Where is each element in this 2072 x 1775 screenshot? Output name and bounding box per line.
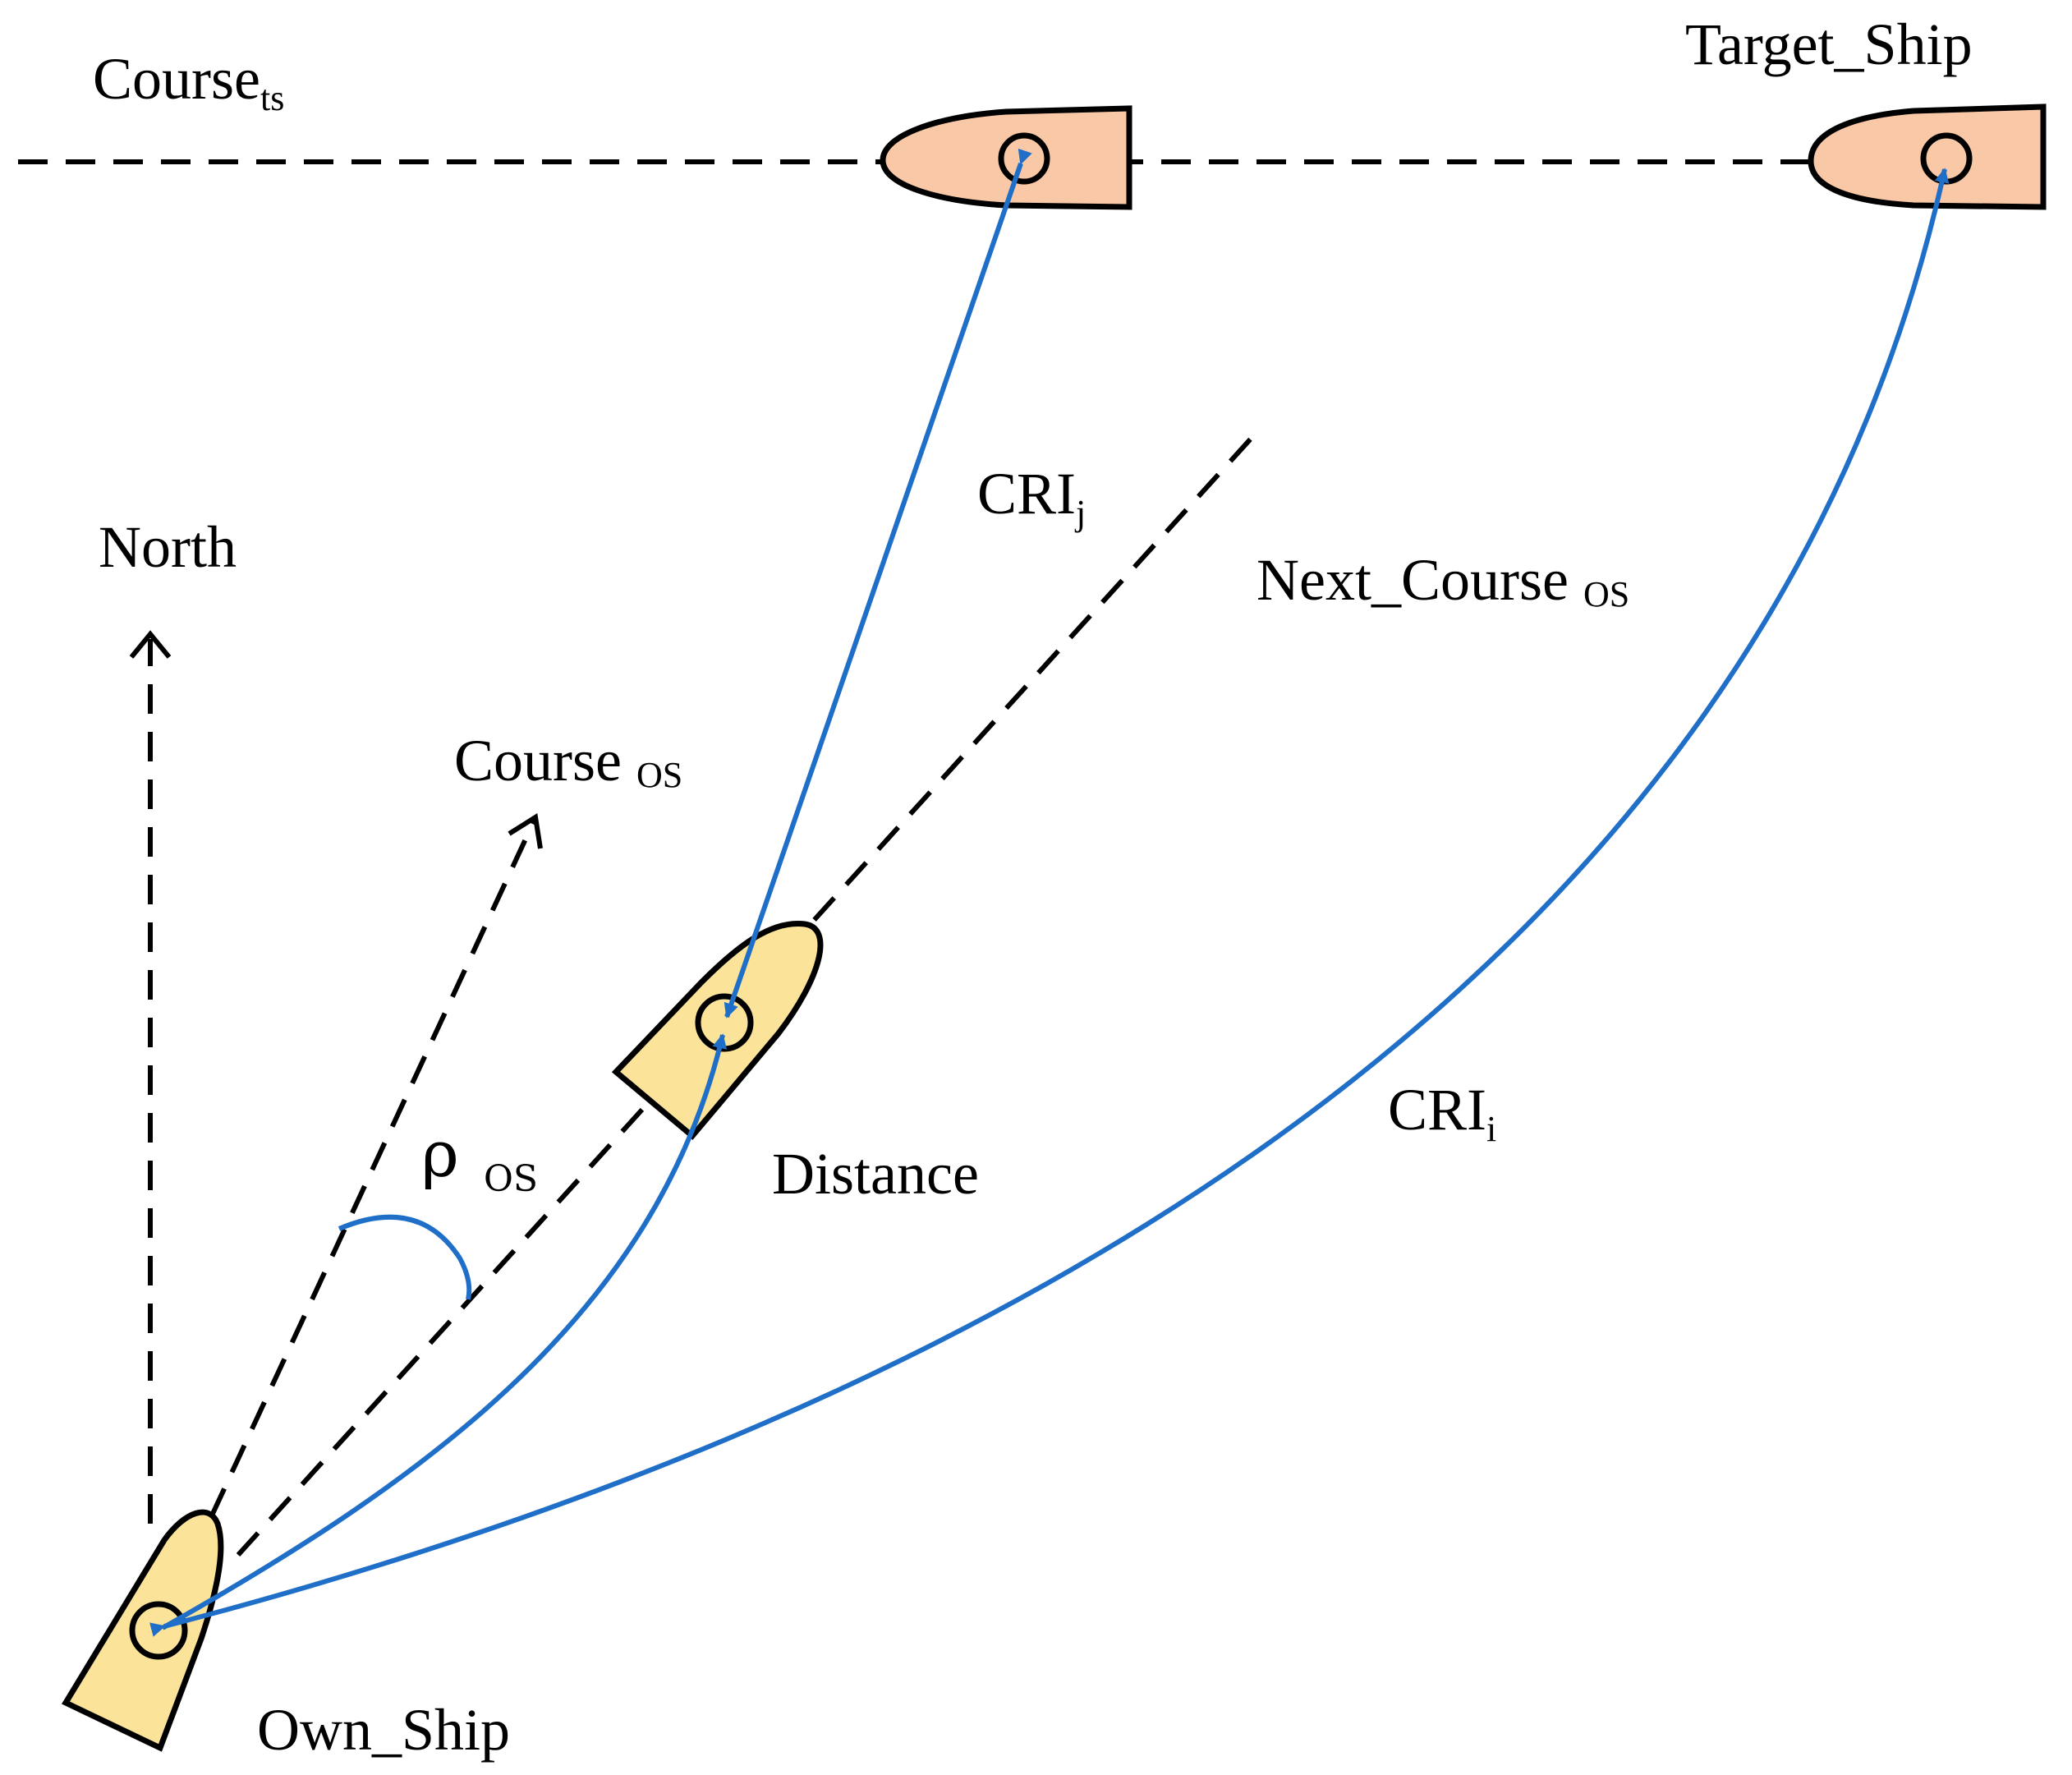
north-label: North <box>99 514 237 580</box>
own-ship-next-position <box>611 920 824 1140</box>
cri-i-link <box>149 168 1950 1637</box>
target-ship-near <box>880 105 1132 210</box>
cri-j-link <box>724 148 1032 1019</box>
target-ship-label: Target_Ship <box>1685 11 1973 77</box>
distance-label: Distance <box>772 1141 979 1207</box>
north-arrow <box>129 630 172 1524</box>
target-ship-far <box>1808 103 2047 210</box>
course-ts-label: Coursets <box>93 46 284 118</box>
risk-links <box>149 148 1950 1637</box>
own-ship <box>62 1509 224 1752</box>
rho-angle-arc <box>338 1214 472 1300</box>
cri-j-label: CRIj <box>977 461 1086 533</box>
own-ship-label: Own_Ship <box>257 1697 510 1763</box>
cri-i-label: CRIi <box>1388 1077 1496 1149</box>
